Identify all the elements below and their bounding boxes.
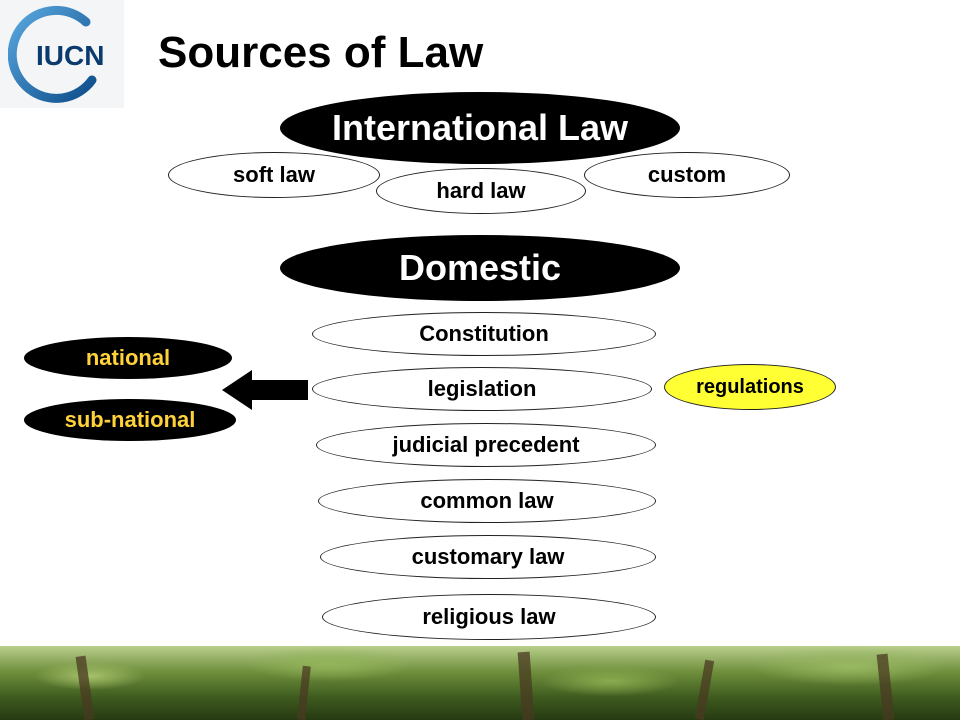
religious-law-node: religious law (322, 594, 656, 640)
sub-national-label: sub-national (64, 407, 196, 432)
hard-law-node: hard law (376, 168, 586, 214)
custom-label: custom (647, 162, 727, 187)
national-node: national (24, 337, 232, 379)
judicial-precedent-label: judicial precedent (392, 432, 580, 457)
logo-ring-icon (8, 5, 97, 103)
sub-national-node: sub-national (24, 399, 236, 441)
judicial-precedent-node: judicial precedent (316, 423, 656, 467)
logo-text: IUCN (36, 40, 105, 71)
page-title: Sources of Law (158, 28, 484, 77)
hard-law-label: hard law (436, 178, 526, 203)
regulations-node: regulations (664, 364, 836, 410)
iucn-logo: IUCN (0, 0, 124, 108)
customary-law-label: customary law (411, 544, 565, 569)
constitution-label: Constitution (419, 321, 549, 346)
religious-law-label: religious law (422, 604, 556, 629)
soft-law-node: soft law (168, 152, 380, 198)
national-label: national (85, 345, 171, 370)
regulations-label: regulations (696, 375, 804, 398)
international-law-heading: International Law (280, 92, 680, 164)
forest-footer-image (0, 646, 960, 720)
left-arrow-icon (222, 370, 308, 410)
international-law-heading-label: International Law (331, 107, 629, 148)
legislation-label: legislation (427, 376, 537, 401)
customary-law-node: customary law (320, 535, 656, 579)
legislation-node: legislation (312, 367, 652, 411)
custom-node: custom (584, 152, 790, 198)
constitution-node: Constitution (312, 312, 656, 356)
domestic-heading-label: Domestic (398, 247, 562, 288)
common-law-node: common law (318, 479, 656, 523)
domestic-heading: Domestic (280, 235, 680, 301)
common-law-label: common law (420, 488, 554, 513)
soft-law-label: soft law (233, 162, 315, 187)
